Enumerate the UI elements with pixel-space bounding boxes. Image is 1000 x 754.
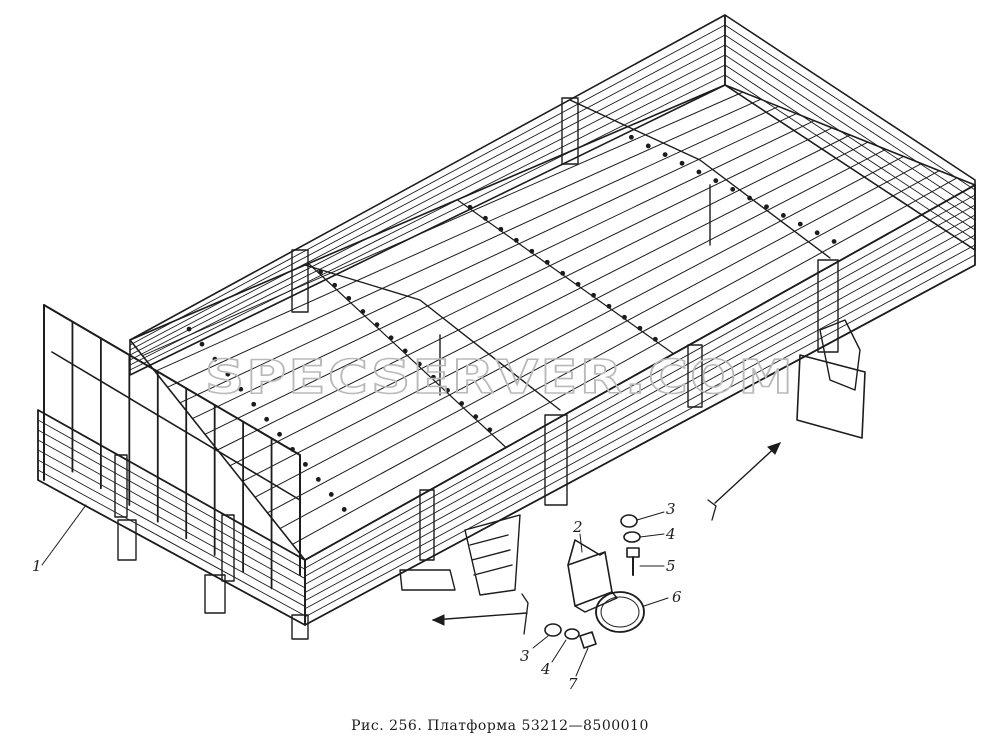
callout-3-lower: 3 xyxy=(520,647,530,665)
callout-2: 2 xyxy=(572,518,583,536)
callout-1: 1 xyxy=(32,557,42,575)
rear-ladder-guard xyxy=(43,304,301,590)
platform-floor xyxy=(129,84,976,561)
floor-bolt-holes xyxy=(186,134,837,512)
callout-5: 5 xyxy=(666,557,676,575)
callout-4-upper: 4 xyxy=(665,525,676,543)
callout-3-upper: 3 xyxy=(666,500,676,518)
callout-7: 7 xyxy=(568,675,578,693)
left-side-board xyxy=(129,14,726,376)
rear-tail-board xyxy=(37,409,306,626)
arrow-to-right-side xyxy=(707,442,781,521)
mudflap-assembly xyxy=(796,354,866,439)
floor-planks xyxy=(142,91,958,545)
exploded-parts xyxy=(544,514,645,649)
callout-4-lower: 4 xyxy=(540,660,551,678)
callout-labels: 1 2 3 4 5 6 3 4 7 xyxy=(32,500,682,693)
right-side-board xyxy=(304,184,976,626)
arrow-to-left-side xyxy=(431,593,529,635)
watermark: SPECSERVER.COM xyxy=(205,350,795,404)
callout-6: 6 xyxy=(672,588,682,606)
figure-caption: Рис. 256. Платформа 53212—8500010 xyxy=(351,718,649,734)
leader-lines xyxy=(41,504,669,677)
front-end-board xyxy=(724,14,976,251)
